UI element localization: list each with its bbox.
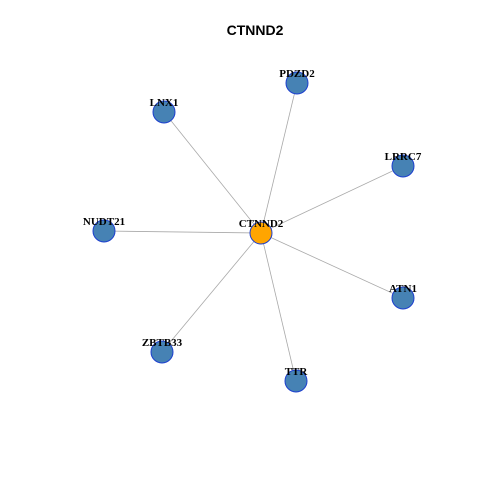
node-label-ctnnd2: CTNND2 <box>239 218 284 230</box>
node-pdzd2 <box>285 71 309 95</box>
node-atn1 <box>391 286 415 310</box>
node-label-nudt21: NUDT21 <box>83 216 125 228</box>
node-label-atn1: ATN1 <box>389 283 417 295</box>
node-lnx1 <box>152 100 176 124</box>
node-label-lrrc7: LRRC7 <box>385 151 422 163</box>
edge-ctnnd2-lrrc7 <box>260 165 404 234</box>
edge-ctnnd2-lnx1 <box>163 111 262 234</box>
edge-ctnnd2-ttr <box>260 232 297 382</box>
edges-layer <box>103 82 404 382</box>
edge-ctnnd2-zbtb33 <box>161 232 262 353</box>
node-ctnnd2 <box>249 221 273 245</box>
node-label-ttr: TTR <box>285 366 309 378</box>
edge-ctnnd2-nudt21 <box>103 230 262 234</box>
node-ttr <box>284 369 308 393</box>
edge-ctnnd2-atn1 <box>260 232 404 299</box>
node-lrrc7 <box>391 154 415 178</box>
node-label-zbtb33: ZBTB33 <box>142 337 183 349</box>
nodes-layer <box>92 71 415 393</box>
node-zbtb33 <box>150 340 174 364</box>
edge-ctnnd2-pdzd2 <box>260 82 298 234</box>
node-label-lnx1: LNX1 <box>150 97 179 109</box>
diagram-title: CTNND2 <box>227 22 284 38</box>
node-nudt21 <box>92 219 116 243</box>
node-label-pdzd2: PDZD2 <box>279 68 315 80</box>
